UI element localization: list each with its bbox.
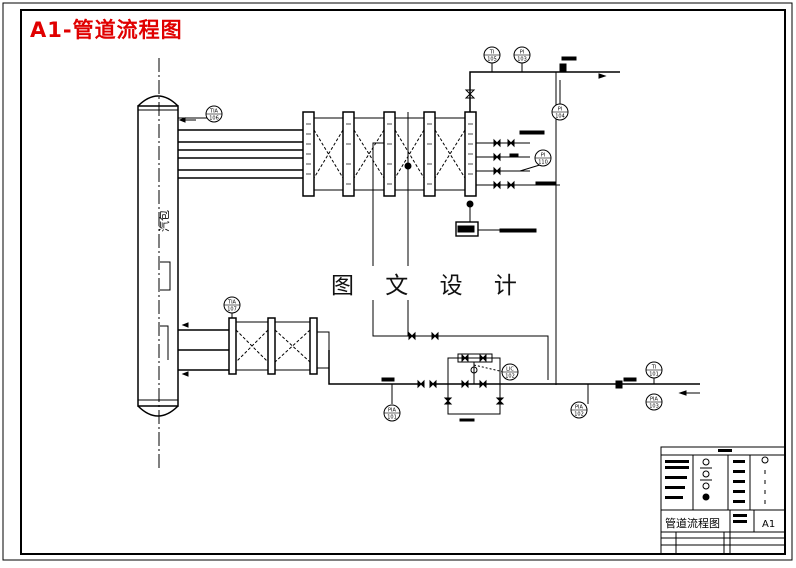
instrument-ti101-bottom: 101 — [649, 372, 659, 378]
title-block: 管道流程图 A1 — [660, 446, 786, 555]
steam-riser — [469, 71, 560, 112]
feed-valve-1 — [417, 379, 425, 389]
outer-frame — [2, 2, 793, 561]
title-block-drawing-name: 管道流程图 — [665, 516, 720, 530]
upper-outlet-lines — [476, 130, 560, 190]
lower-tube-bundle — [178, 329, 229, 371]
instrument-tia106-bottom: 106 — [209, 116, 219, 122]
transmitter-fill — [457, 225, 475, 233]
upper-exchanger-train — [302, 111, 477, 197]
instrument-lic102-bottom: 102 — [505, 374, 515, 380]
feed-tag-bar — [381, 377, 395, 382]
vessel-label: 汽包 — [157, 210, 171, 232]
instrument-tia106-top: TIA — [209, 109, 219, 115]
inlet-tag-bar — [623, 377, 637, 382]
inner-frame — [20, 9, 786, 555]
instrument-pia101-top: PIA — [388, 408, 396, 414]
instrument-pi104-bottom: 104 — [555, 114, 565, 120]
instrument-tia107-bottom: 107 — [227, 307, 237, 313]
instrument-lic102-top: LIC — [506, 367, 514, 373]
inlet-arrow — [678, 390, 687, 396]
instrument-ti105-top: TI — [489, 50, 495, 56]
lower-exchanger-train — [228, 317, 330, 375]
inlet-valve — [615, 380, 623, 389]
drum-arrows-upper — [178, 117, 196, 123]
feed-valve-2 — [429, 379, 437, 389]
inner-pipe-left — [372, 142, 384, 196]
lower-arrow-1 — [181, 322, 189, 328]
transmitter-label-bar — [499, 228, 537, 233]
transmitter-box — [455, 221, 479, 237]
upper-tube-bundle — [178, 129, 303, 179]
instrument-tia107-top: TIA — [227, 300, 237, 306]
steam-drum — [137, 95, 179, 417]
feed-line — [328, 350, 420, 385]
instrument-pia102-top: PIA — [575, 405, 583, 411]
instrument-pia101-bottom: 101 — [387, 415, 397, 421]
pump-dot-right — [466, 200, 474, 208]
instrument-pi110-bottom: 110 — [538, 160, 548, 166]
instrument-pi103-bottom: 103 — [517, 57, 527, 63]
return-valve-2 — [431, 331, 439, 341]
instrument-pi110-top: PI — [541, 153, 546, 159]
lower-arrow-2 — [181, 371, 189, 377]
watermark: 图 文 设 计 — [329, 266, 531, 300]
control-valve-station — [436, 353, 700, 422]
instrument-pia102-bottom: 102 — [574, 412, 584, 418]
riser-valve — [464, 89, 476, 99]
return-valve-1 — [408, 331, 416, 341]
steam-tag-bar — [561, 56, 577, 61]
level-gauge — [160, 261, 171, 291]
page-title: A1-管道流程图 — [30, 18, 183, 42]
instrument-pi104-top: PI — [558, 107, 563, 113]
instrument-pia103-top: PIA — [650, 397, 658, 403]
title-block-sheet-size: A1 — [762, 519, 775, 530]
instrument-ti105-bottom: 105 — [487, 57, 497, 63]
steam-outlet-arrow — [598, 73, 607, 79]
instrument-ti101-top: TI — [651, 365, 657, 371]
level-tap — [160, 325, 169, 360]
pump-dot-mid — [404, 162, 412, 170]
instrument-pia103-bottom: 103 — [649, 404, 659, 410]
steam-valve — [559, 63, 567, 73]
instrument-pi103-top: PI — [520, 50, 525, 56]
